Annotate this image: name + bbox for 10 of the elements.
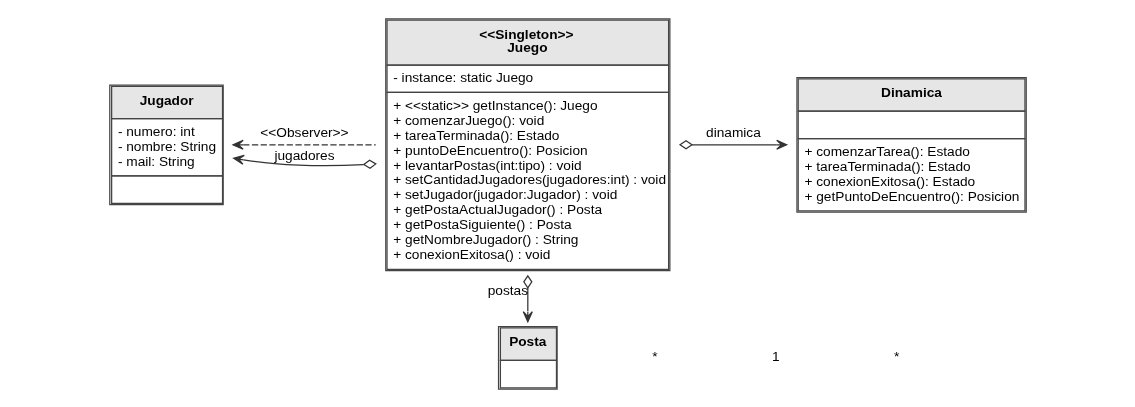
label: * [893, 348, 899, 364]
label: * [651, 348, 658, 364]
edge-label: <<Observer>> [259, 124, 349, 140]
arrow [678, 139, 787, 150]
label: 1 [771, 348, 780, 364]
edge-label: jugadores [273, 147, 335, 163]
arrow [232, 154, 377, 169]
arrow [522, 274, 533, 322]
arrow [232, 139, 376, 150]
edge-label: dinamica [705, 124, 761, 140]
